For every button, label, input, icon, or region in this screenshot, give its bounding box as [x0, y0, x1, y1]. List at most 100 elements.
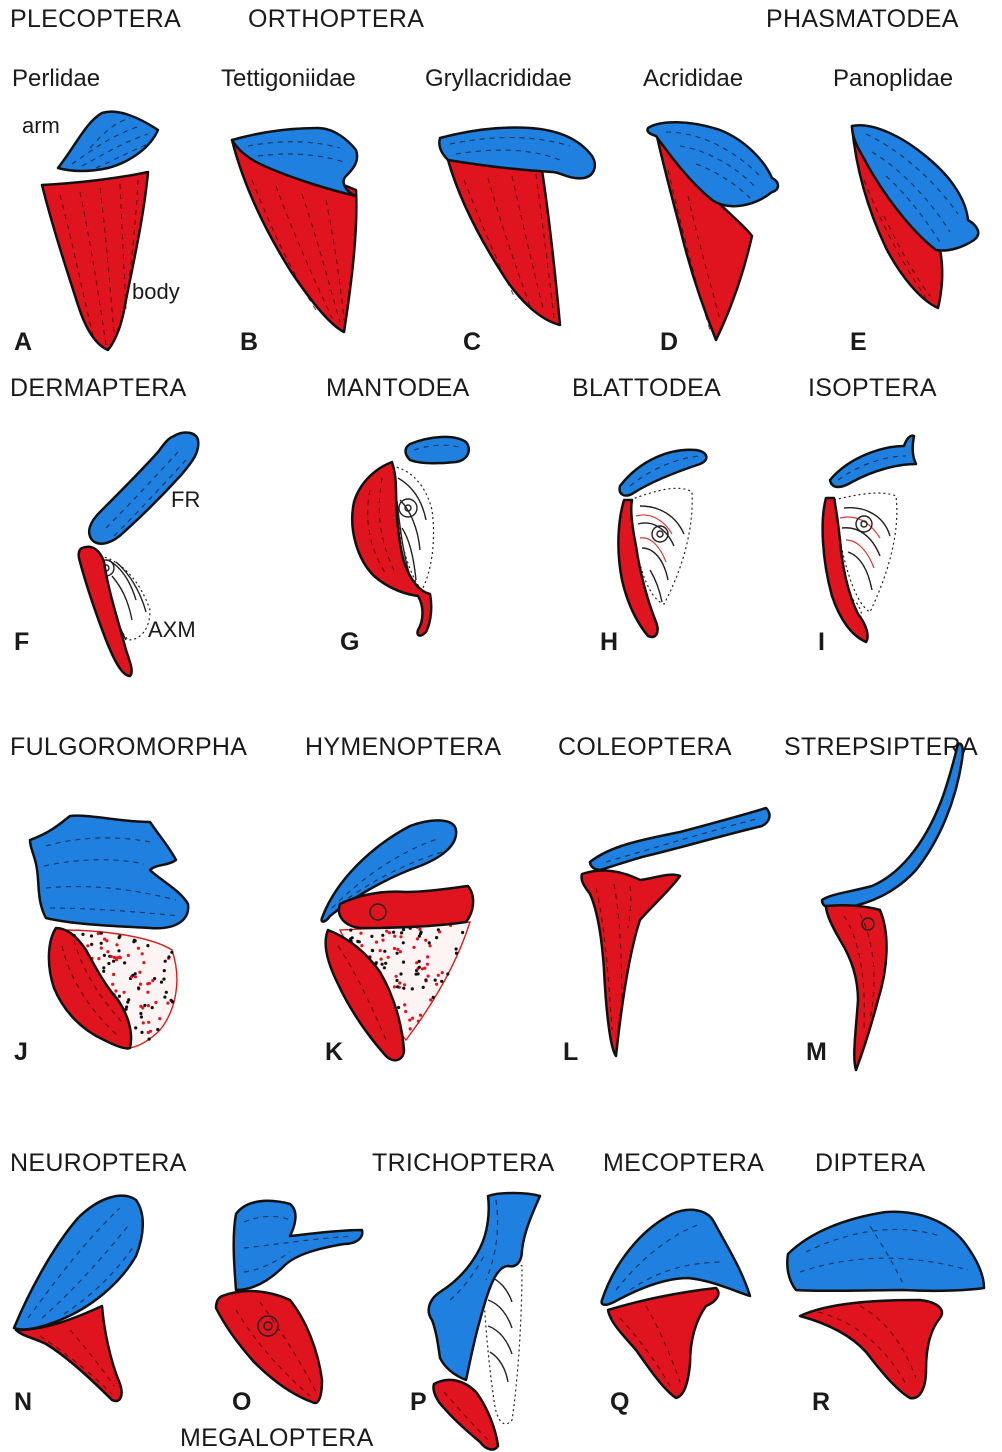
stipple-dot	[393, 935, 396, 938]
stipple-dot	[411, 987, 414, 990]
stipple-dot	[140, 1031, 143, 1034]
stipple-dot	[438, 930, 441, 933]
stipple-dot	[395, 975, 398, 978]
stipple-dot	[396, 952, 399, 955]
sclerite-i	[823, 436, 916, 642]
stipple-dot	[371, 949, 374, 952]
stipple-dot	[146, 991, 149, 994]
order-label-diptera: DIPTERA	[815, 1149, 925, 1177]
stipple-dot	[455, 952, 458, 955]
stipple-dot	[147, 1031, 150, 1034]
stipple-dot	[103, 954, 106, 957]
panel-label-r: R	[812, 1388, 830, 1416]
stipple-dot	[123, 991, 126, 994]
stipple-dot	[123, 961, 126, 964]
stipple-dot	[100, 942, 103, 945]
panel-label-e: E	[850, 328, 867, 356]
annotation-axm: AXM	[148, 617, 196, 642]
order-label-blattodea: BLATTODEA	[572, 374, 721, 402]
stipple-dot	[402, 961, 405, 964]
stipple-dot	[134, 1026, 137, 1029]
stipple-dot	[399, 935, 402, 938]
stipple-dot	[417, 1020, 420, 1023]
stipple-dot	[112, 973, 115, 976]
stipple-dot	[166, 1002, 169, 1005]
stipple-dot	[127, 954, 130, 957]
annotation-fr: FR	[171, 487, 200, 512]
sclerite-h	[618, 450, 706, 637]
sclerite-d	[647, 122, 778, 340]
order-label-orthoptera: ORTHOPTERA	[248, 5, 424, 33]
stipple-dot	[440, 980, 443, 983]
stipple-dot	[137, 947, 140, 950]
stipple-dot	[383, 966, 386, 969]
stipple-dot	[90, 934, 93, 937]
stipple-dot	[117, 949, 120, 952]
stipple-dot	[388, 931, 391, 934]
stipple-dot	[399, 950, 402, 953]
stipple-dot	[392, 931, 395, 934]
sclerite-n	[14, 1196, 143, 1401]
stipple-dot	[139, 1012, 142, 1015]
stipple-dot	[164, 960, 167, 963]
order-label-coleoptera: COLEOPTERA	[558, 733, 732, 761]
stipple-dot	[156, 1028, 159, 1031]
stipple-dot	[408, 1018, 411, 1021]
stipple-dot	[158, 1017, 161, 1020]
order-label-fulgoromorpha: FULGOROMORPHA	[10, 733, 247, 761]
arm-shape-i	[830, 436, 916, 487]
stipple-dot	[86, 944, 89, 947]
order-label-phasmatodea: PHASMATODEA	[766, 5, 959, 33]
stipple-dot	[147, 1021, 150, 1024]
stipple-dot	[140, 1015, 143, 1018]
panel-label-h: H	[600, 628, 618, 656]
stipple-dot	[418, 928, 421, 931]
stipple-dot	[142, 961, 145, 964]
arm-shape-q	[602, 1210, 750, 1305]
stipple-dot	[434, 979, 437, 982]
stipple-dot	[165, 991, 168, 994]
arm-shape-n	[14, 1196, 143, 1330]
order-label-megaloptera: MEGALOPTERA	[180, 1424, 374, 1452]
arm-shape-o	[234, 1201, 363, 1290]
stipple-dot	[426, 963, 429, 966]
stipple-dot	[148, 1038, 151, 1041]
stipple-dot	[100, 947, 103, 950]
order-label-trichoptera: TRICHOPTERA	[372, 1149, 554, 1177]
stipple-dot	[429, 944, 432, 947]
stipple-dot	[111, 983, 114, 986]
body-shape-q	[608, 1288, 718, 1398]
stipple-dot	[141, 952, 144, 955]
stipple-dot	[110, 955, 113, 958]
stipple-dot	[170, 951, 173, 954]
stipple-dot	[146, 944, 149, 947]
body-shape-c	[448, 160, 560, 325]
family-label-panoplidae: Panoplidae	[833, 65, 953, 92]
stipple-dot	[115, 943, 118, 946]
stipple-dot	[437, 974, 440, 977]
stipple-dot	[381, 939, 384, 942]
stipple-dot	[385, 930, 388, 933]
stipple-dot	[380, 958, 383, 961]
stipple-dot	[100, 932, 103, 935]
sclerite-c	[439, 127, 595, 325]
stipple-dot	[90, 943, 93, 946]
stipple-dot	[383, 950, 386, 953]
panel-label-a: A	[14, 328, 32, 356]
stipple-dot	[138, 971, 141, 974]
arm-shape-r	[787, 1212, 984, 1291]
stipple-dot	[163, 996, 166, 999]
panel-label-n: N	[14, 1388, 32, 1416]
order-label-dermaptera: DERMAPTERA	[10, 374, 187, 402]
stipple-dot	[393, 947, 396, 950]
stipple-dot	[151, 979, 154, 982]
stipple-dot	[134, 939, 137, 942]
stipple-dot	[349, 929, 352, 932]
stipple-dot	[162, 978, 165, 981]
panel-label-p: P	[410, 1388, 427, 1416]
body-shape-m	[826, 905, 887, 1070]
order-label-strepsiptera: STREPSIPTERA	[784, 733, 978, 761]
stipple-dot	[435, 983, 438, 986]
stipple-dot	[429, 998, 432, 1001]
stipple-dot	[395, 979, 398, 982]
